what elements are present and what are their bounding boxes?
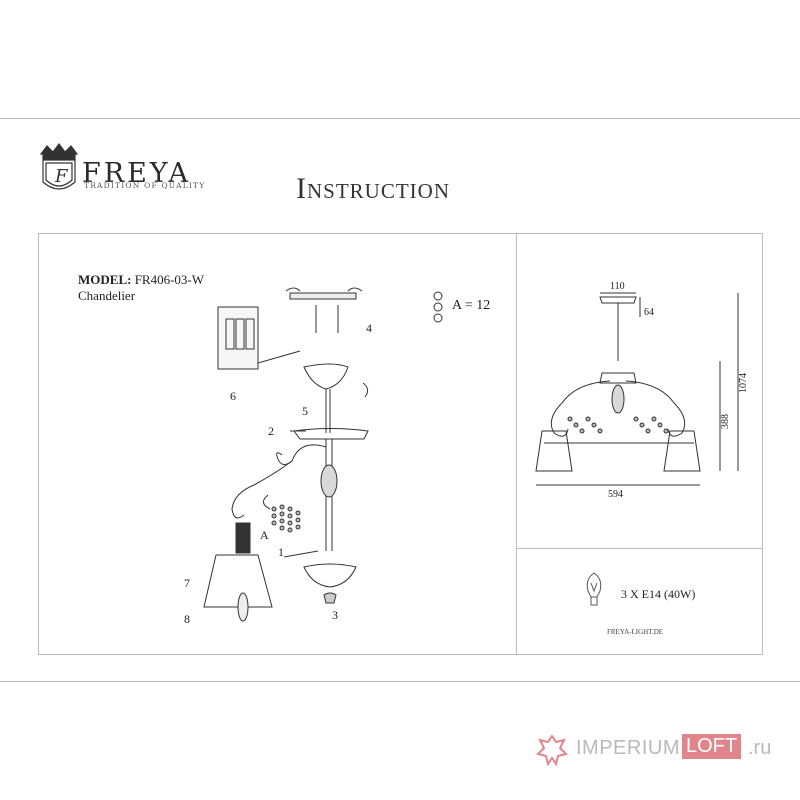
logo-monogram: F (55, 166, 68, 187)
callout-5: 5 (302, 404, 308, 418)
assembly-panel (38, 233, 517, 655)
dim-top-width: 110 (610, 281, 625, 292)
watermark-highlight: LOFT (682, 734, 742, 759)
model-line: MODEL: FR406-03-W (78, 272, 204, 288)
model-label: MODEL: (78, 272, 132, 287)
dim-canopy-height: 64 (644, 307, 654, 318)
callout-1: 1 (278, 545, 284, 559)
callout-7: 7 (184, 576, 190, 590)
product-type: Chandelier (78, 288, 136, 303)
lamp-spec: 3 X E14 (40W) (621, 587, 696, 601)
callout-2: 2 (268, 424, 274, 438)
assembly-diagram: 1 2 3 4 5 6 7 8 A (184, 287, 443, 626)
freya-logo-icon (39, 143, 79, 190)
watermark-suffix: .ru (748, 737, 772, 759)
website-link[interactable]: FREYA-LIGHT.DE (607, 628, 664, 636)
model-code: FR406-03-W (134, 272, 205, 287)
part-a-count: A = 12 (452, 298, 491, 313)
brand-tagline: TRADITION OF QUALITY (84, 181, 206, 190)
callout-3: 3 (332, 608, 338, 622)
dim-width: 594 (608, 489, 623, 500)
watermark-name: IMPERIUM (576, 737, 680, 759)
page-title: Instruction (296, 172, 450, 205)
callout-8: 8 (184, 612, 190, 626)
callout-4: 4 (366, 321, 372, 335)
instruction-sheet (0, 118, 800, 682)
imperium-loft-logo-icon (536, 734, 568, 767)
dimensions-diagram: 110 64 594 1074 388 (535, 281, 749, 500)
bulb-icon (586, 572, 602, 606)
dimensions-panel (516, 233, 763, 655)
callout-6: 6 (230, 389, 236, 403)
brand-name: FREYA (82, 158, 191, 189)
dim-total-height: 1074 (738, 373, 749, 393)
panel-divider (516, 548, 763, 549)
part-a-label: A (260, 528, 269, 542)
dim-body-height: 388 (720, 414, 731, 429)
